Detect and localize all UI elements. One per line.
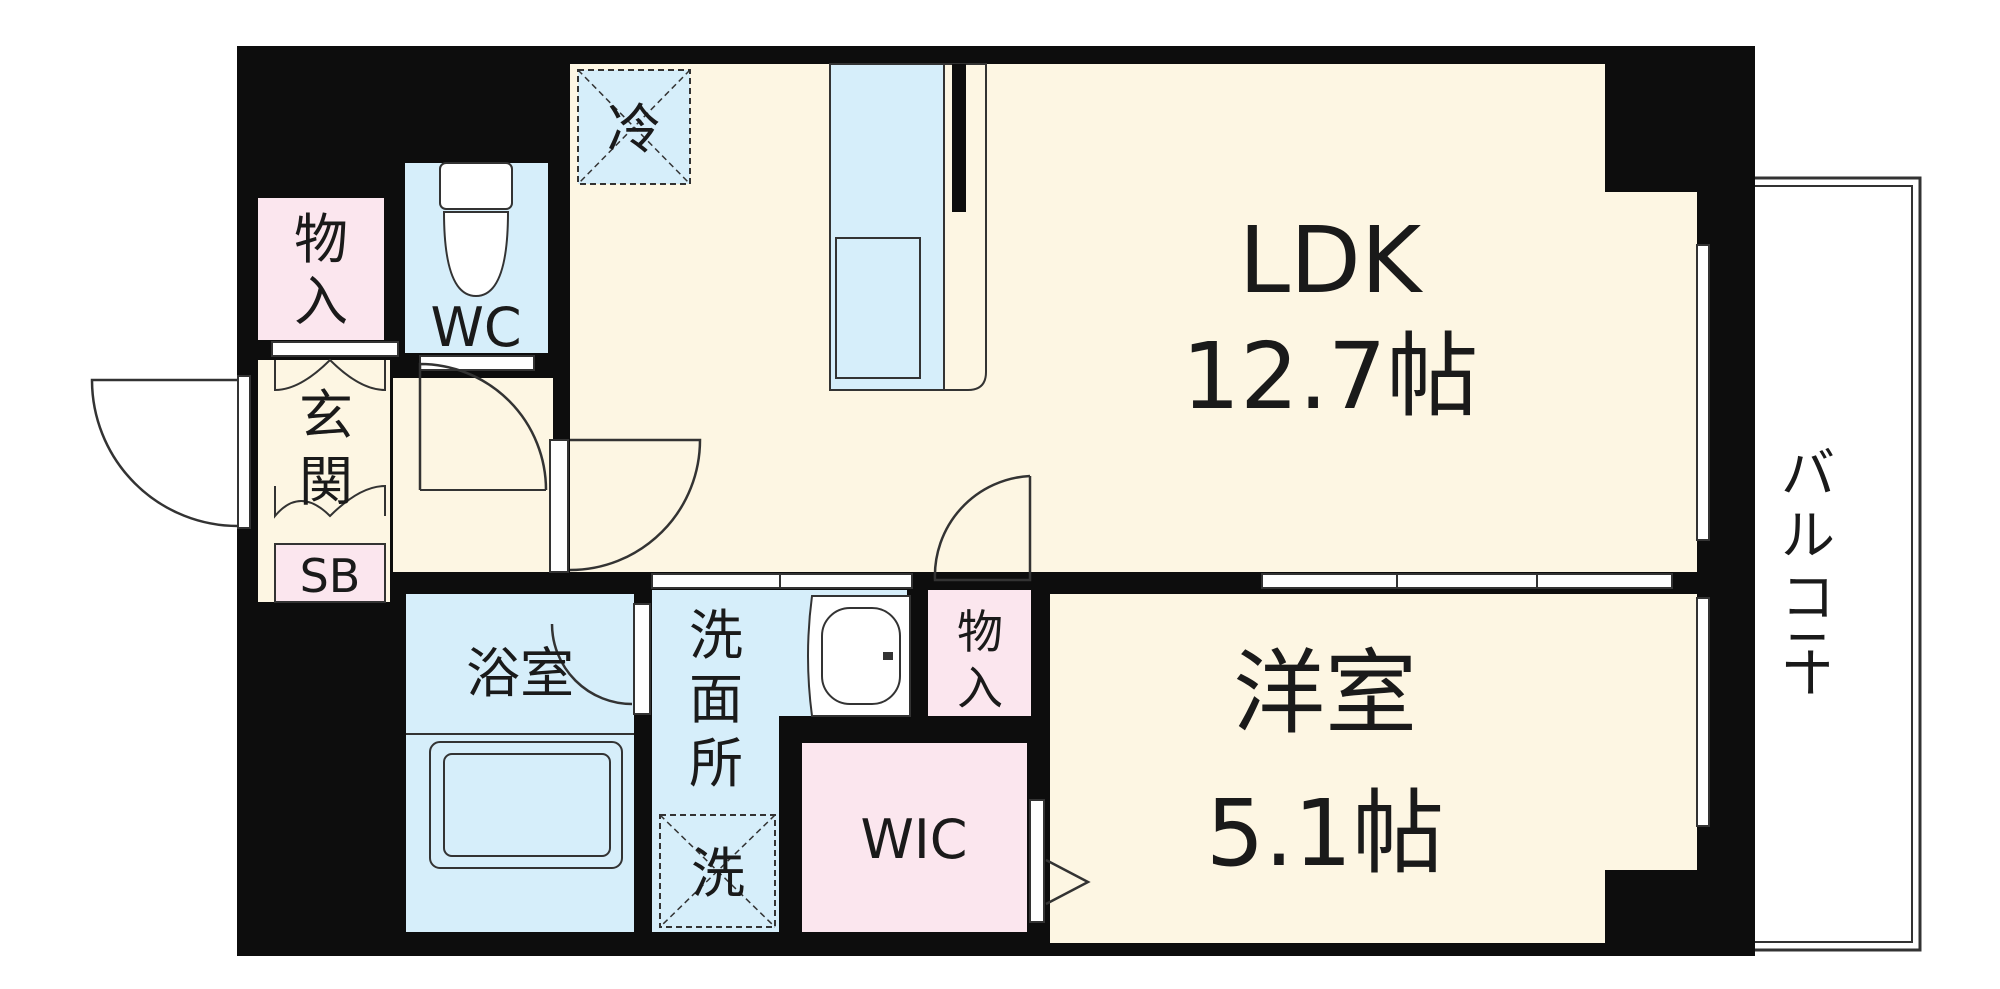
washroom-char-1: 洗 xyxy=(689,604,743,667)
hallway-floor xyxy=(393,378,553,572)
balcony-char-1: バ xyxy=(1781,442,1835,505)
storage-mid-floor xyxy=(928,590,1031,716)
balcony-char-3: コ xyxy=(1781,566,1835,629)
washroom-char-3: 所 xyxy=(689,732,743,795)
bathtub xyxy=(429,741,623,869)
kitchen-counter xyxy=(829,63,945,391)
ldk-size: 12.7帖 xyxy=(1182,323,1479,430)
washer-label: 洗 xyxy=(691,842,745,905)
storage-mid-char-1: 物 xyxy=(957,605,1003,659)
balcony-char-4: ニ xyxy=(1781,620,1835,683)
storage-top-char-1: 物 xyxy=(294,208,348,271)
wic-floor xyxy=(802,743,1027,932)
entrance-char-1: 玄 xyxy=(299,384,353,447)
balcony-char-5: ー xyxy=(1777,645,1840,699)
shoe-box xyxy=(274,543,386,603)
wic-label: WIC xyxy=(860,808,967,871)
western-name: 洋室 xyxy=(1233,640,1417,747)
bath-label: 浴室 xyxy=(466,642,574,705)
storage-top-char-2: 入 xyxy=(294,270,348,333)
sb-label: SB xyxy=(300,549,361,603)
storage-top-floor xyxy=(258,198,384,340)
fridge-label: 冷 xyxy=(607,98,661,161)
ldk-name: LDK xyxy=(1239,207,1424,314)
ldk-floor xyxy=(570,64,1697,572)
wc-label: WC xyxy=(430,296,521,359)
western-size: 5.1帖 xyxy=(1206,780,1444,887)
washroom-char-2: 面 xyxy=(689,668,743,731)
balcony-char-2: ル xyxy=(1781,504,1835,567)
western-room-floor xyxy=(1050,594,1697,943)
entrance-char-2: 関 xyxy=(299,450,353,513)
storage-mid-char-2: 入 xyxy=(957,661,1003,715)
